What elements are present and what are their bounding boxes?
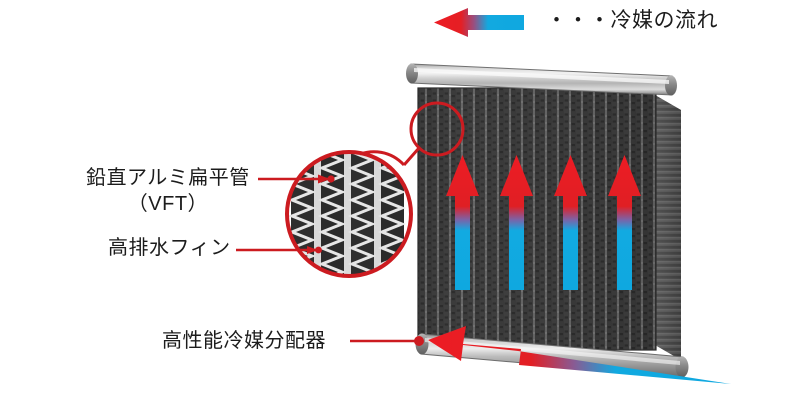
refrigerant-flow-arrows [446,155,641,290]
bottom-manifold-distributor [415,333,689,378]
legend-label: ・・・冷媒の流れ [546,9,718,32]
core-side-texture [655,95,681,360]
flow-arrow-up [608,155,641,290]
magnified-detail-circle [285,150,413,278]
inlet-flow-arrow [428,326,731,384]
label-vertical-flat-tube: 鉛直アルミ扁平管 （VFT） [86,165,250,217]
flow-arrow-up [446,155,479,290]
callout-source-circle [402,101,465,166]
top-manifold [406,63,677,96]
legend-arrow-icon [434,8,524,37]
label-vft-line1: 鉛直アルミ扁平管 [86,167,250,189]
label-vft-line2: （VFT） [127,193,209,215]
flow-arrow-up [554,155,587,290]
leader-lines [236,174,424,346]
flow-arrow-up [500,155,533,290]
label-high-drainage-fin: 高排水フィン [108,237,231,259]
label-refrigerant-distributor: 高性能冷媒分配器 [162,330,326,352]
